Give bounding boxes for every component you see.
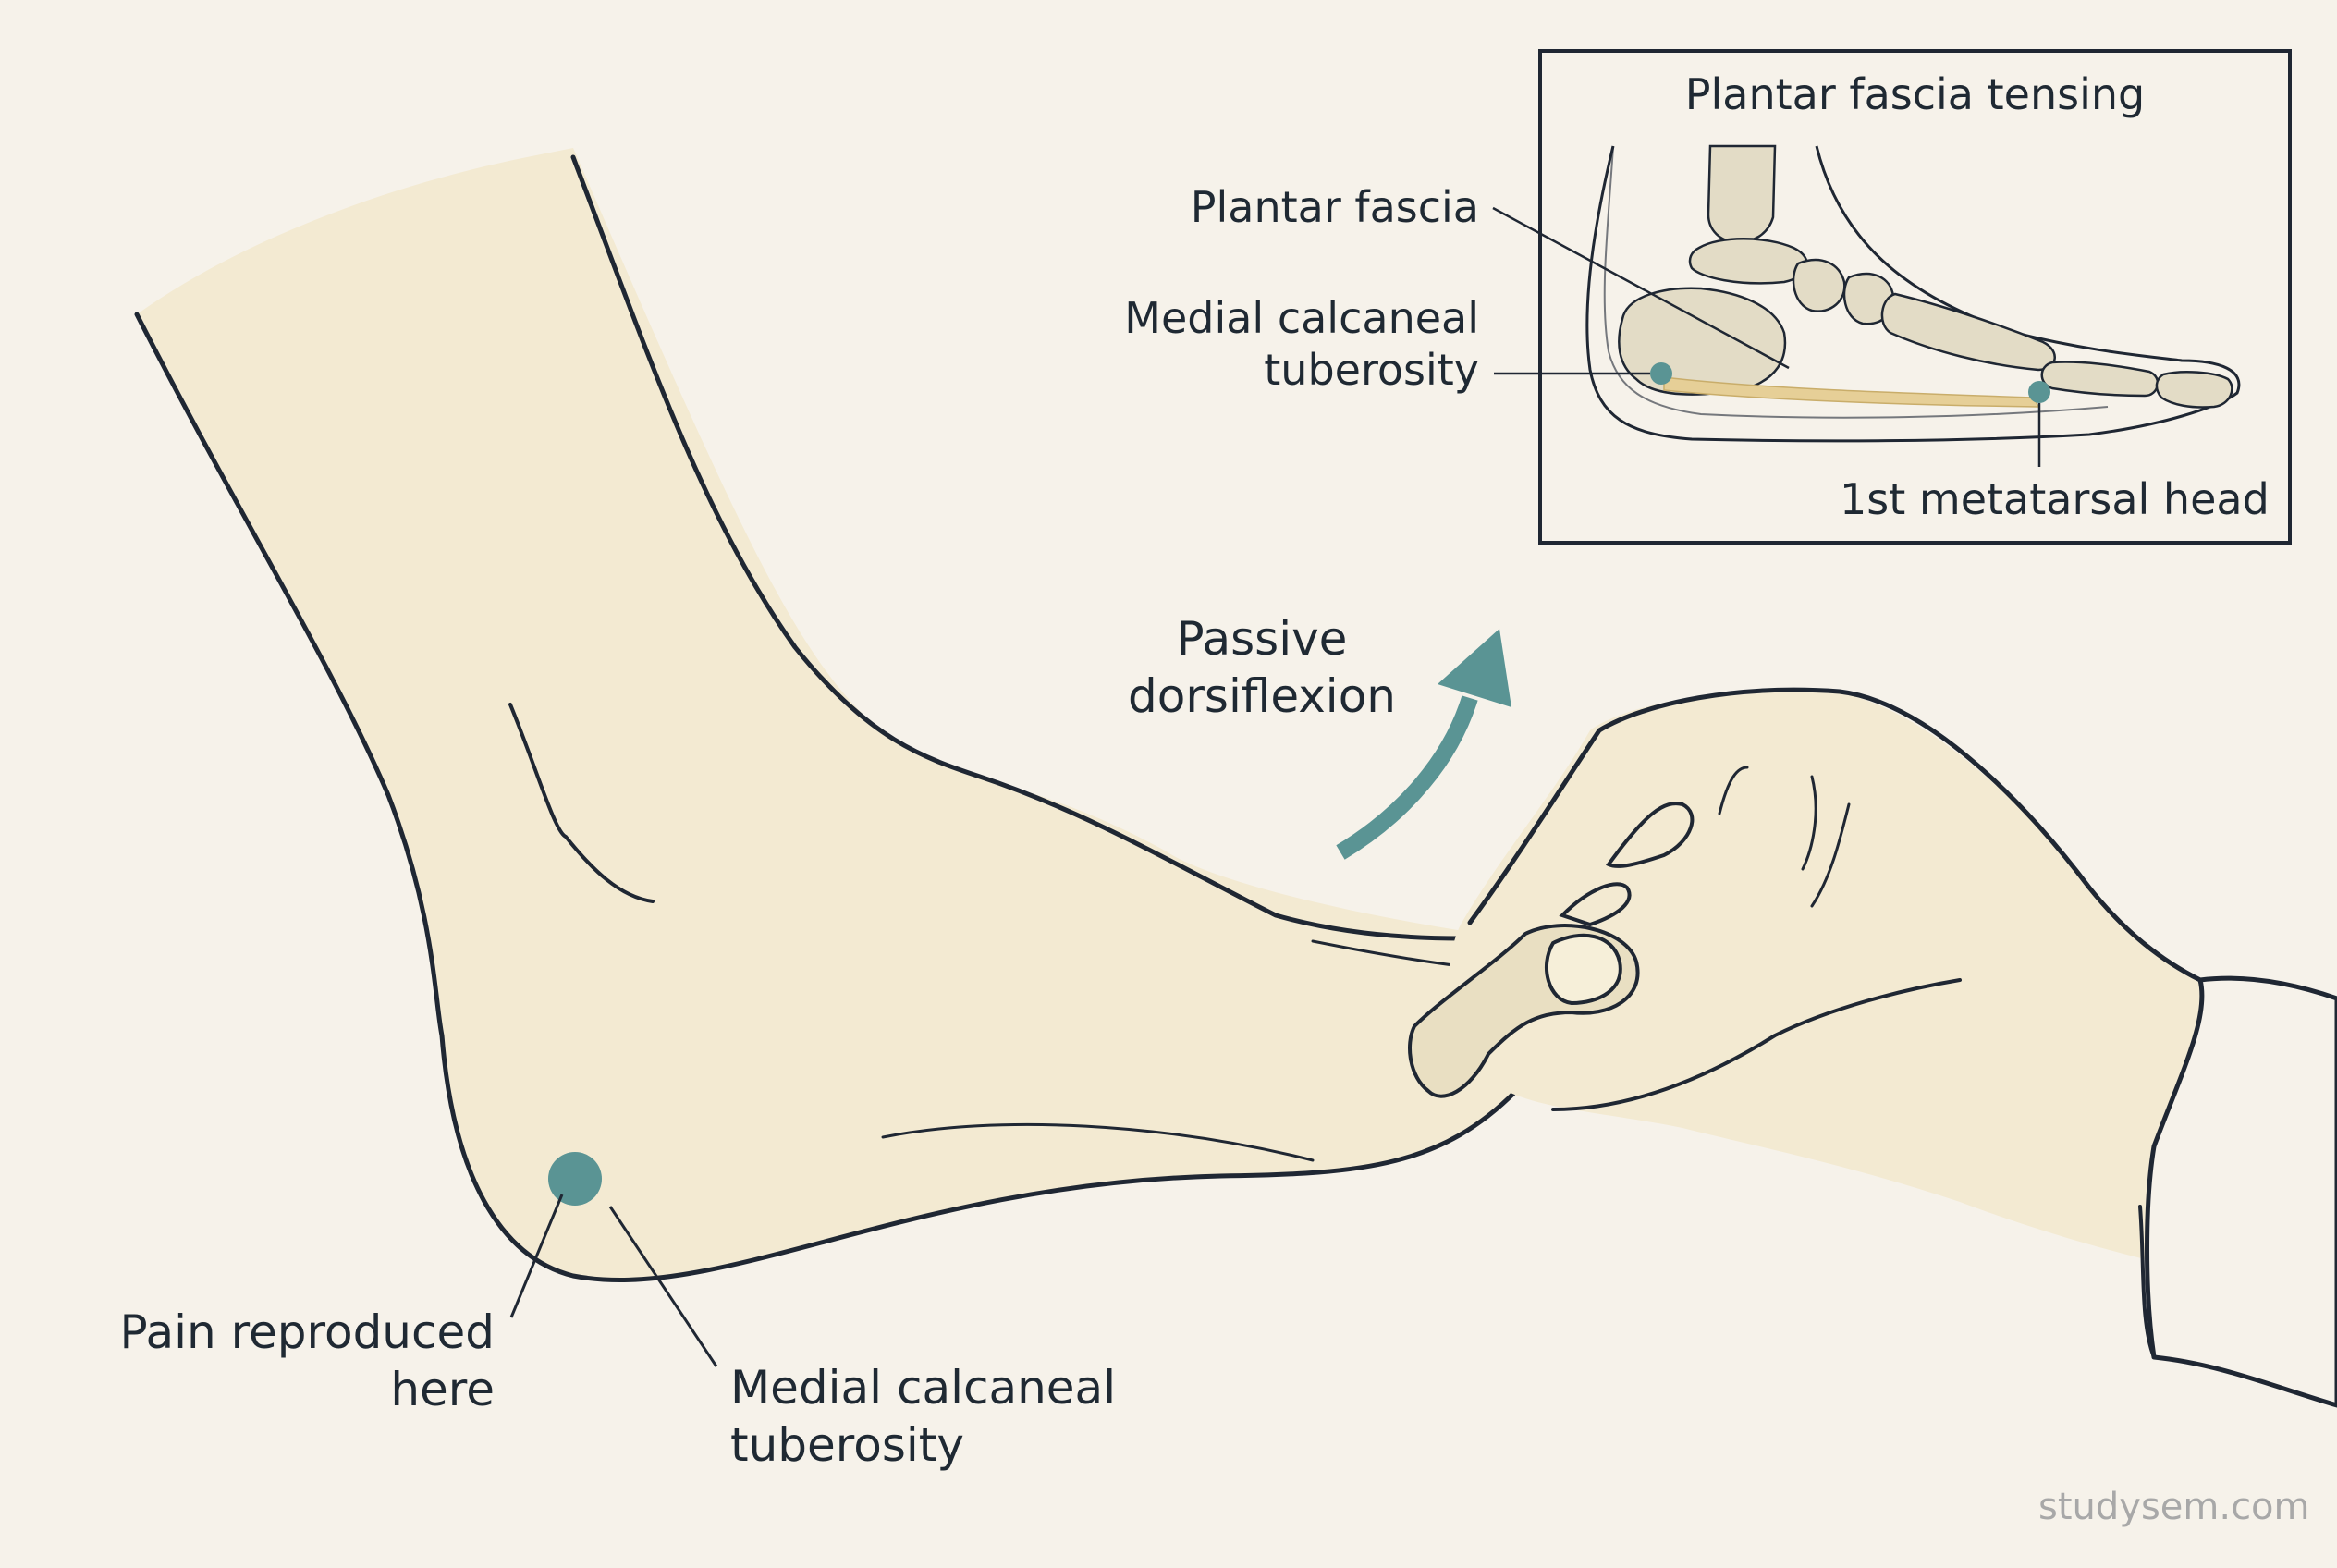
navicular-bone (1792, 258, 1846, 312)
phalanx-distal-bone (2155, 371, 2233, 409)
hand-outline (1467, 687, 2203, 983)
arrow-head (1438, 629, 1511, 707)
dorsiflexion-arrow (1336, 629, 1511, 860)
sleeve-cuff (2138, 1205, 2156, 1359)
inset-fascia-leader (1492, 206, 1790, 370)
pain-marker (548, 1152, 602, 1206)
pain-label-line1: Pain reproduced (119, 1305, 495, 1359)
tuberosity-label-line1: Medial calcaneal (730, 1361, 1117, 1415)
calcaneus-bone (1618, 287, 1787, 396)
tibia-bone (1707, 144, 1777, 244)
watermark: studysem.com (2038, 1486, 2310, 1528)
leg-foot-fill (137, 148, 1565, 1280)
thumbnail (1544, 933, 1622, 1006)
finger-2 (1559, 882, 1632, 927)
pain-label-line2: here (390, 1363, 495, 1416)
medial-calcaneal-tuberosity-label: Medial calcaneal tuberosity (730, 1359, 1116, 1474)
hand-underside-outline (1551, 978, 1962, 1111)
sole-crease (881, 1122, 1315, 1162)
inset-foot-inner-outline (1603, 145, 2109, 419)
inset-metatarsal-marker (2028, 381, 2050, 403)
metatarsal-bone (1880, 292, 2056, 372)
leg-and-foot (134, 148, 1565, 1282)
dorsiflexion-label: dorsiflexion (1128, 669, 1396, 723)
inset-plantar-fascia-label: Plantar fascia (1190, 182, 1479, 232)
inset-tuberosity-label: Medial calcaneal tuberosity (1063, 292, 1479, 396)
inset-metatarsal-label: 1st metatarsal head (1840, 474, 2270, 524)
pain-reproduced-label: Pain reproduced here (83, 1304, 495, 1418)
knuckle-lines (1718, 766, 1851, 908)
ankle-crease (508, 703, 655, 903)
tuberosity-label-line2: tuberosity (730, 1418, 964, 1472)
arrow-shaft (1336, 695, 1478, 860)
toe-crease (1311, 939, 1462, 968)
finger-1 (1605, 802, 1695, 868)
examiner-hand (1408, 687, 2337, 1408)
anterior-leg-outline (570, 154, 1463, 941)
inset-panel (1492, 49, 2292, 545)
inset-tuberosity-marker (1650, 362, 1672, 385)
posterior-leg-outline (134, 312, 1519, 1282)
inset-tuberosity-label-line2: tuberosity (1264, 345, 1479, 395)
passive-label: Passive (1176, 612, 1348, 666)
tuberosity-leader-line (608, 1206, 718, 1367)
pain-leader-line (509, 1194, 564, 1318)
passive-dorsiflexion-label: Passive dorsiflexion (1109, 610, 1414, 725)
inset-tuberosity-label-line1: Medial calcaneal (1124, 293, 1479, 343)
inset-title: Plantar fascia tensing (1684, 69, 2146, 119)
talus-bone (1688, 238, 1808, 285)
